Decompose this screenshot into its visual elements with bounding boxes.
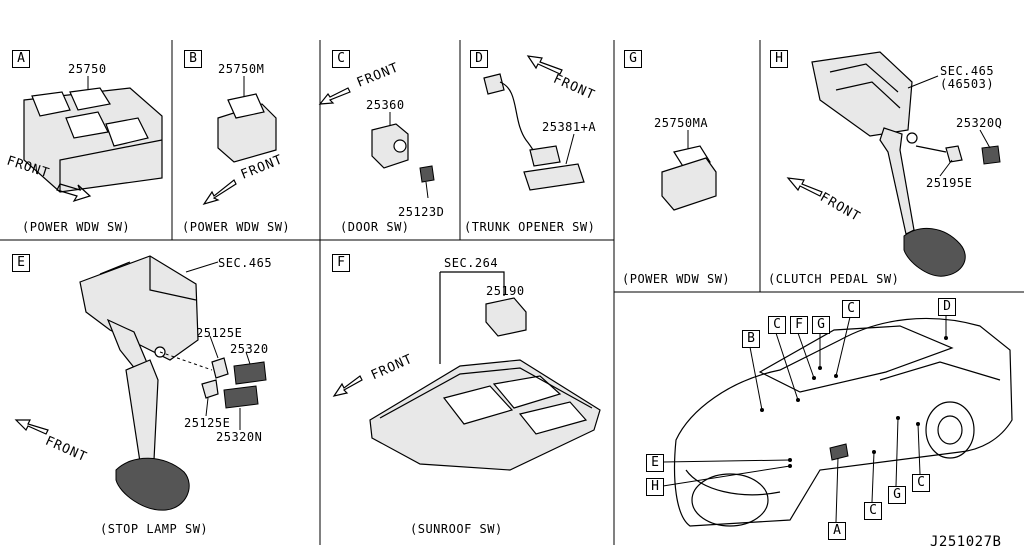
caption-power-wdw-sw: (POWER WDW SW) <box>622 272 731 286</box>
callout-f: F <box>790 316 808 334</box>
diagram-id: J251027B <box>930 534 1002 550</box>
part-number-25750: 25750 <box>68 62 107 76</box>
callout-d: D <box>938 298 956 316</box>
callout-c-right: C <box>912 474 930 492</box>
caption-power-wdw-sw: (POWER WDW SW) <box>182 220 291 234</box>
part-number-25750ma: 25750MA <box>654 116 709 130</box>
section-reference-465: SEC.465 <box>940 64 995 78</box>
panel-a-label: A <box>12 50 30 68</box>
part-number-25320: 25320 <box>230 342 269 356</box>
callout-h: H <box>646 478 664 496</box>
callout-g-bottom: G <box>888 486 906 504</box>
panel-c-label: C <box>332 50 350 68</box>
section-reference-46503: (46503) <box>940 77 995 91</box>
panel-e-label: E <box>12 254 30 272</box>
section-reference-264: SEC.264 <box>444 256 499 270</box>
part-number-25195e: 25195E <box>926 176 973 190</box>
callout-b: B <box>742 330 760 348</box>
caption-clutch-pedal-sw: (CLUTCH PEDAL SW) <box>768 272 900 286</box>
part-number-25320n: 25320N <box>216 430 263 444</box>
panel-f-label: F <box>332 254 350 272</box>
panel-g-label: G <box>624 50 642 68</box>
part-number-25190: 25190 <box>486 284 525 298</box>
callout-a: A <box>828 522 846 540</box>
part-number-25360: 25360 <box>366 98 405 112</box>
caption-power-wdw-sw: (POWER WDW SW) <box>22 220 131 234</box>
callout-g: G <box>812 316 830 334</box>
panel-b-label: B <box>184 50 202 68</box>
callout-c-top: C <box>842 300 860 318</box>
part-number-25125e: 25125E <box>196 326 243 340</box>
caption-trunk-opener-sw: (TRUNK OPENER SW) <box>464 220 596 234</box>
panel-d-label: D <box>470 50 488 68</box>
part-number-25123d: 25123D <box>398 205 445 219</box>
panel-h-label: H <box>770 50 788 68</box>
callout-c: C <box>768 316 786 334</box>
part-number-25381a: 25381+A <box>542 120 597 134</box>
callout-c-bottom: C <box>864 502 882 520</box>
part-number-25125e-lower: 25125E <box>184 416 231 430</box>
part-number-25320q: 25320Q <box>956 116 1003 130</box>
caption-sunroof-sw: (SUNROOF SW) <box>410 522 503 536</box>
section-reference-465: SEC.465 <box>218 256 273 270</box>
caption-door-sw: (DOOR SW) <box>340 220 410 234</box>
part-number-25750m: 25750M <box>218 62 265 76</box>
callout-e: E <box>646 454 664 472</box>
caption-stop-lamp-sw: (STOP LAMP SW) <box>100 522 209 536</box>
